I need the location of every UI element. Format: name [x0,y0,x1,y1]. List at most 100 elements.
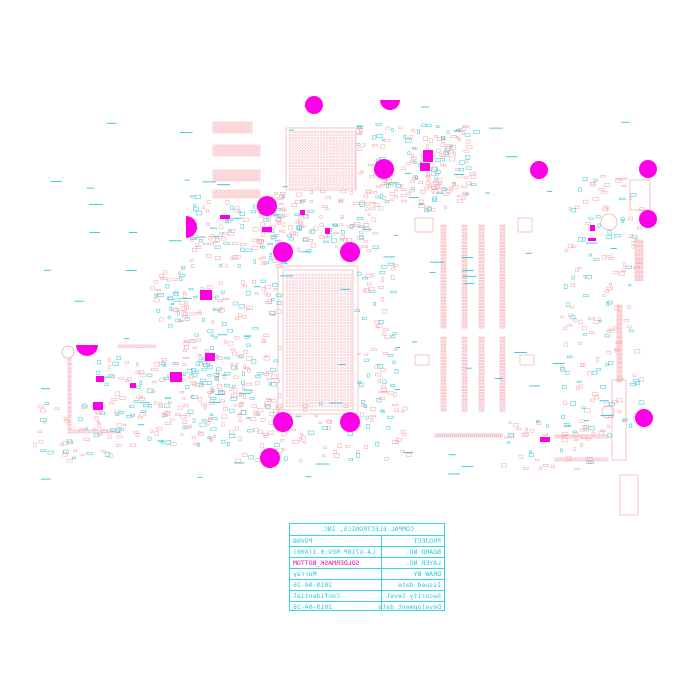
smd-component [100,411,105,415]
smd-component [118,377,124,380]
cpu-bga-ball [341,130,344,134]
dimm-pin [481,409,485,412]
soc-bga-ball [314,376,317,379]
soc-bga-ball [324,302,327,305]
smd-component [188,287,194,291]
smd-component [566,302,570,307]
dimm-pin [478,365,482,368]
dram-pad [252,144,257,148]
dimm-pin [499,297,503,300]
cpu-bga-ball [288,183,292,186]
soc-bga-ball [289,280,292,283]
dimm-pin [499,317,503,320]
soc-bga-ball [337,318,340,321]
dimm-pin [461,365,465,368]
dimm-pin [461,388,465,392]
connector-pin [566,457,570,462]
dimm-pin [461,250,465,253]
dimm-pin [481,227,485,230]
soc-bga-ball [330,373,333,376]
dram-pad [252,175,257,179]
dimm-pin [499,300,503,303]
dimm-pin [464,336,468,339]
smd-component [590,182,595,186]
dimm-pin [478,271,482,274]
smd-component [382,328,389,331]
soc-bga-ball [327,312,330,315]
dimm-pin [502,242,506,245]
dimm-pin [443,305,447,309]
dimm-pin [461,409,465,412]
dram-pad [232,175,237,179]
smd-component [464,159,469,163]
dram-pad [248,124,253,128]
dimm-pin [443,259,447,262]
soc-bga-ball [292,405,295,408]
soc-bga-ball [285,357,289,360]
smd-component [267,430,274,435]
cpu-bga-outline [285,127,357,191]
dimm-pin [461,268,465,271]
dram-pad [216,121,221,125]
cpu-bga-ball [322,152,326,155]
dimm-pin [440,308,444,311]
dimm-pin [478,282,482,285]
soc-bga-ball [324,337,327,341]
smd-component [401,199,407,203]
smd-component [270,235,276,240]
dram-pad [232,192,237,196]
connector-pin [67,425,72,428]
soc-bga-ball [308,369,311,373]
soldermask-opening [93,402,103,410]
cpu-bga-ball [329,155,332,159]
dimm-pin [502,291,506,294]
cpu-bga-ball [347,133,351,137]
cpu-bga-ball [307,180,310,183]
smd-component [369,414,376,418]
soc-bga-ball [321,389,324,392]
dimm-pin [481,311,485,314]
cpu-bga-ball [291,164,295,168]
soc-bga-ball [311,318,314,321]
smd-component [238,402,243,407]
cpu-bga-ball [353,143,357,146]
soc-bga-ball [301,273,305,277]
cpu-bga-ball [353,155,357,159]
soc-bga-ball [324,366,327,369]
connector-pin [76,429,80,434]
smd-component [240,410,246,415]
soc-bga-ball [337,321,340,325]
cpu-bga-ball [295,171,298,174]
cpu-bga-ball [350,140,354,143]
smd-component [252,327,259,330]
dimm-pin [440,362,444,365]
smd-component [434,135,439,138]
cpu-bga-ball [319,186,323,190]
smd-component [410,180,415,183]
dram-pad [212,195,217,199]
soc-bga-ball [289,366,292,369]
connector-pin [67,417,72,420]
dimm-pin [464,245,468,248]
smd-component [215,371,220,374]
smd-component [181,268,185,271]
soc-bga-ball [343,293,346,296]
cpu-bga-ball [329,171,332,174]
smd-component [207,436,212,440]
soc-bga-ball [301,369,305,373]
smd-component [43,420,47,424]
soc-bga-ball [343,334,346,337]
cpu-bga-ball [319,152,323,155]
smd-component [114,409,121,415]
cpu-bga-ball [291,140,295,143]
connector-pin [640,252,644,255]
connector-pin [619,364,623,367]
dimm-pin [481,380,485,383]
smd-component [182,291,186,294]
dimm-pin [443,276,447,280]
soc-bga-ball [305,318,308,321]
smd-component [543,433,549,436]
cpu-bga-ball [288,155,292,159]
cpu-bga-ball [332,183,335,186]
connector-pin [616,325,620,328]
